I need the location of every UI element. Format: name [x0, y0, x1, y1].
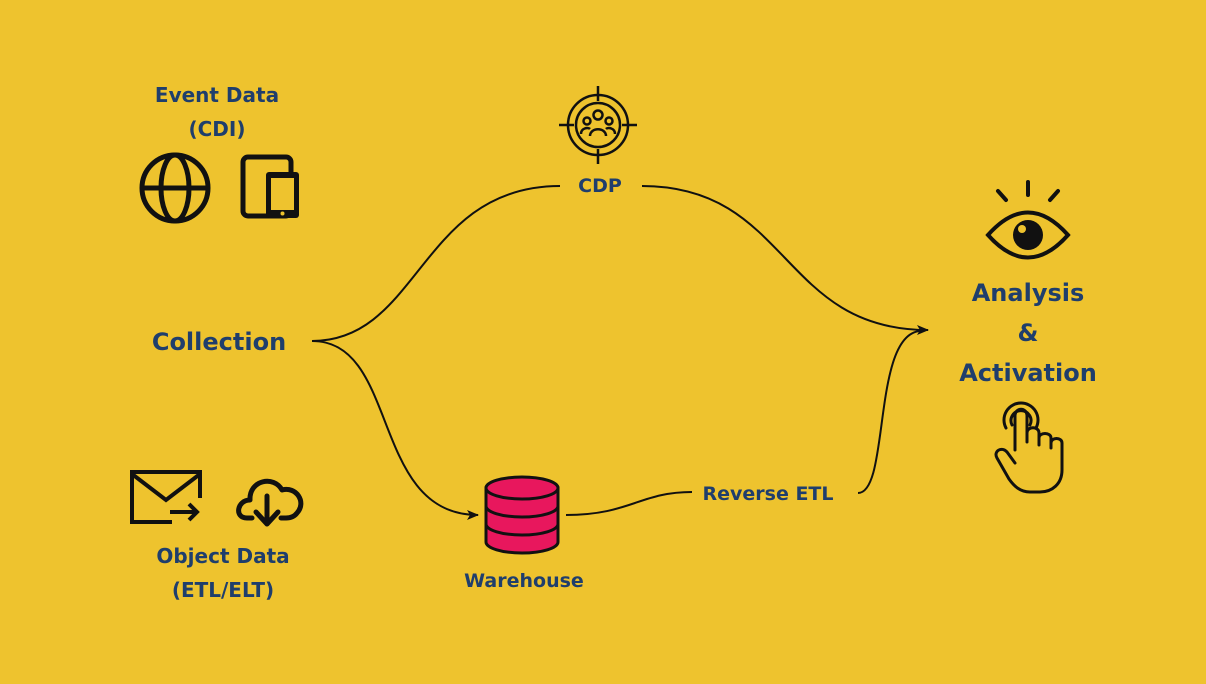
event-data-label: Event Data (CDI): [117, 78, 317, 146]
edge-reverse-etl-to-analysis: [857, 330, 921, 494]
reverse-etl-label: Reverse ETL: [702, 483, 834, 505]
object-data-title: Object Data: [156, 544, 290, 568]
edge-collection-to-warehouse: [311, 340, 479, 520]
collection-label: Collection: [151, 328, 287, 356]
object-data-label: Object Data (ETL/ELT): [113, 539, 333, 607]
edge-cdp-to-analysis: [641, 185, 929, 335]
analysis-title: Analysis: [971, 279, 1085, 307]
warehouse-label: Warehouse: [464, 570, 584, 592]
object-data-subtitle: (ETL/ELT): [171, 578, 275, 602]
edge-warehouse-to-reverse-etl: [565, 491, 693, 516]
cdp-label: CDP: [578, 175, 622, 197]
globe-icon: [139, 152, 211, 224]
eye-icon: [985, 180, 1071, 260]
email-send-icon: [130, 470, 202, 524]
cloud-download-icon: [236, 478, 304, 527]
target-audience-icon: [559, 86, 637, 164]
analysis-ampersand: &: [1017, 319, 1039, 347]
edge-collection-to-cdp: [311, 185, 561, 342]
event-data-title: Event Data: [154, 83, 280, 107]
event-data-subtitle: (CDI): [188, 117, 246, 141]
analysis-activation-label: Analysis & Activation: [938, 273, 1118, 393]
tap-hand-icon: [994, 401, 1064, 494]
tablet-phone-icon: [240, 154, 299, 219]
activation-title: Activation: [959, 359, 1097, 387]
database-icon: [484, 475, 560, 555]
